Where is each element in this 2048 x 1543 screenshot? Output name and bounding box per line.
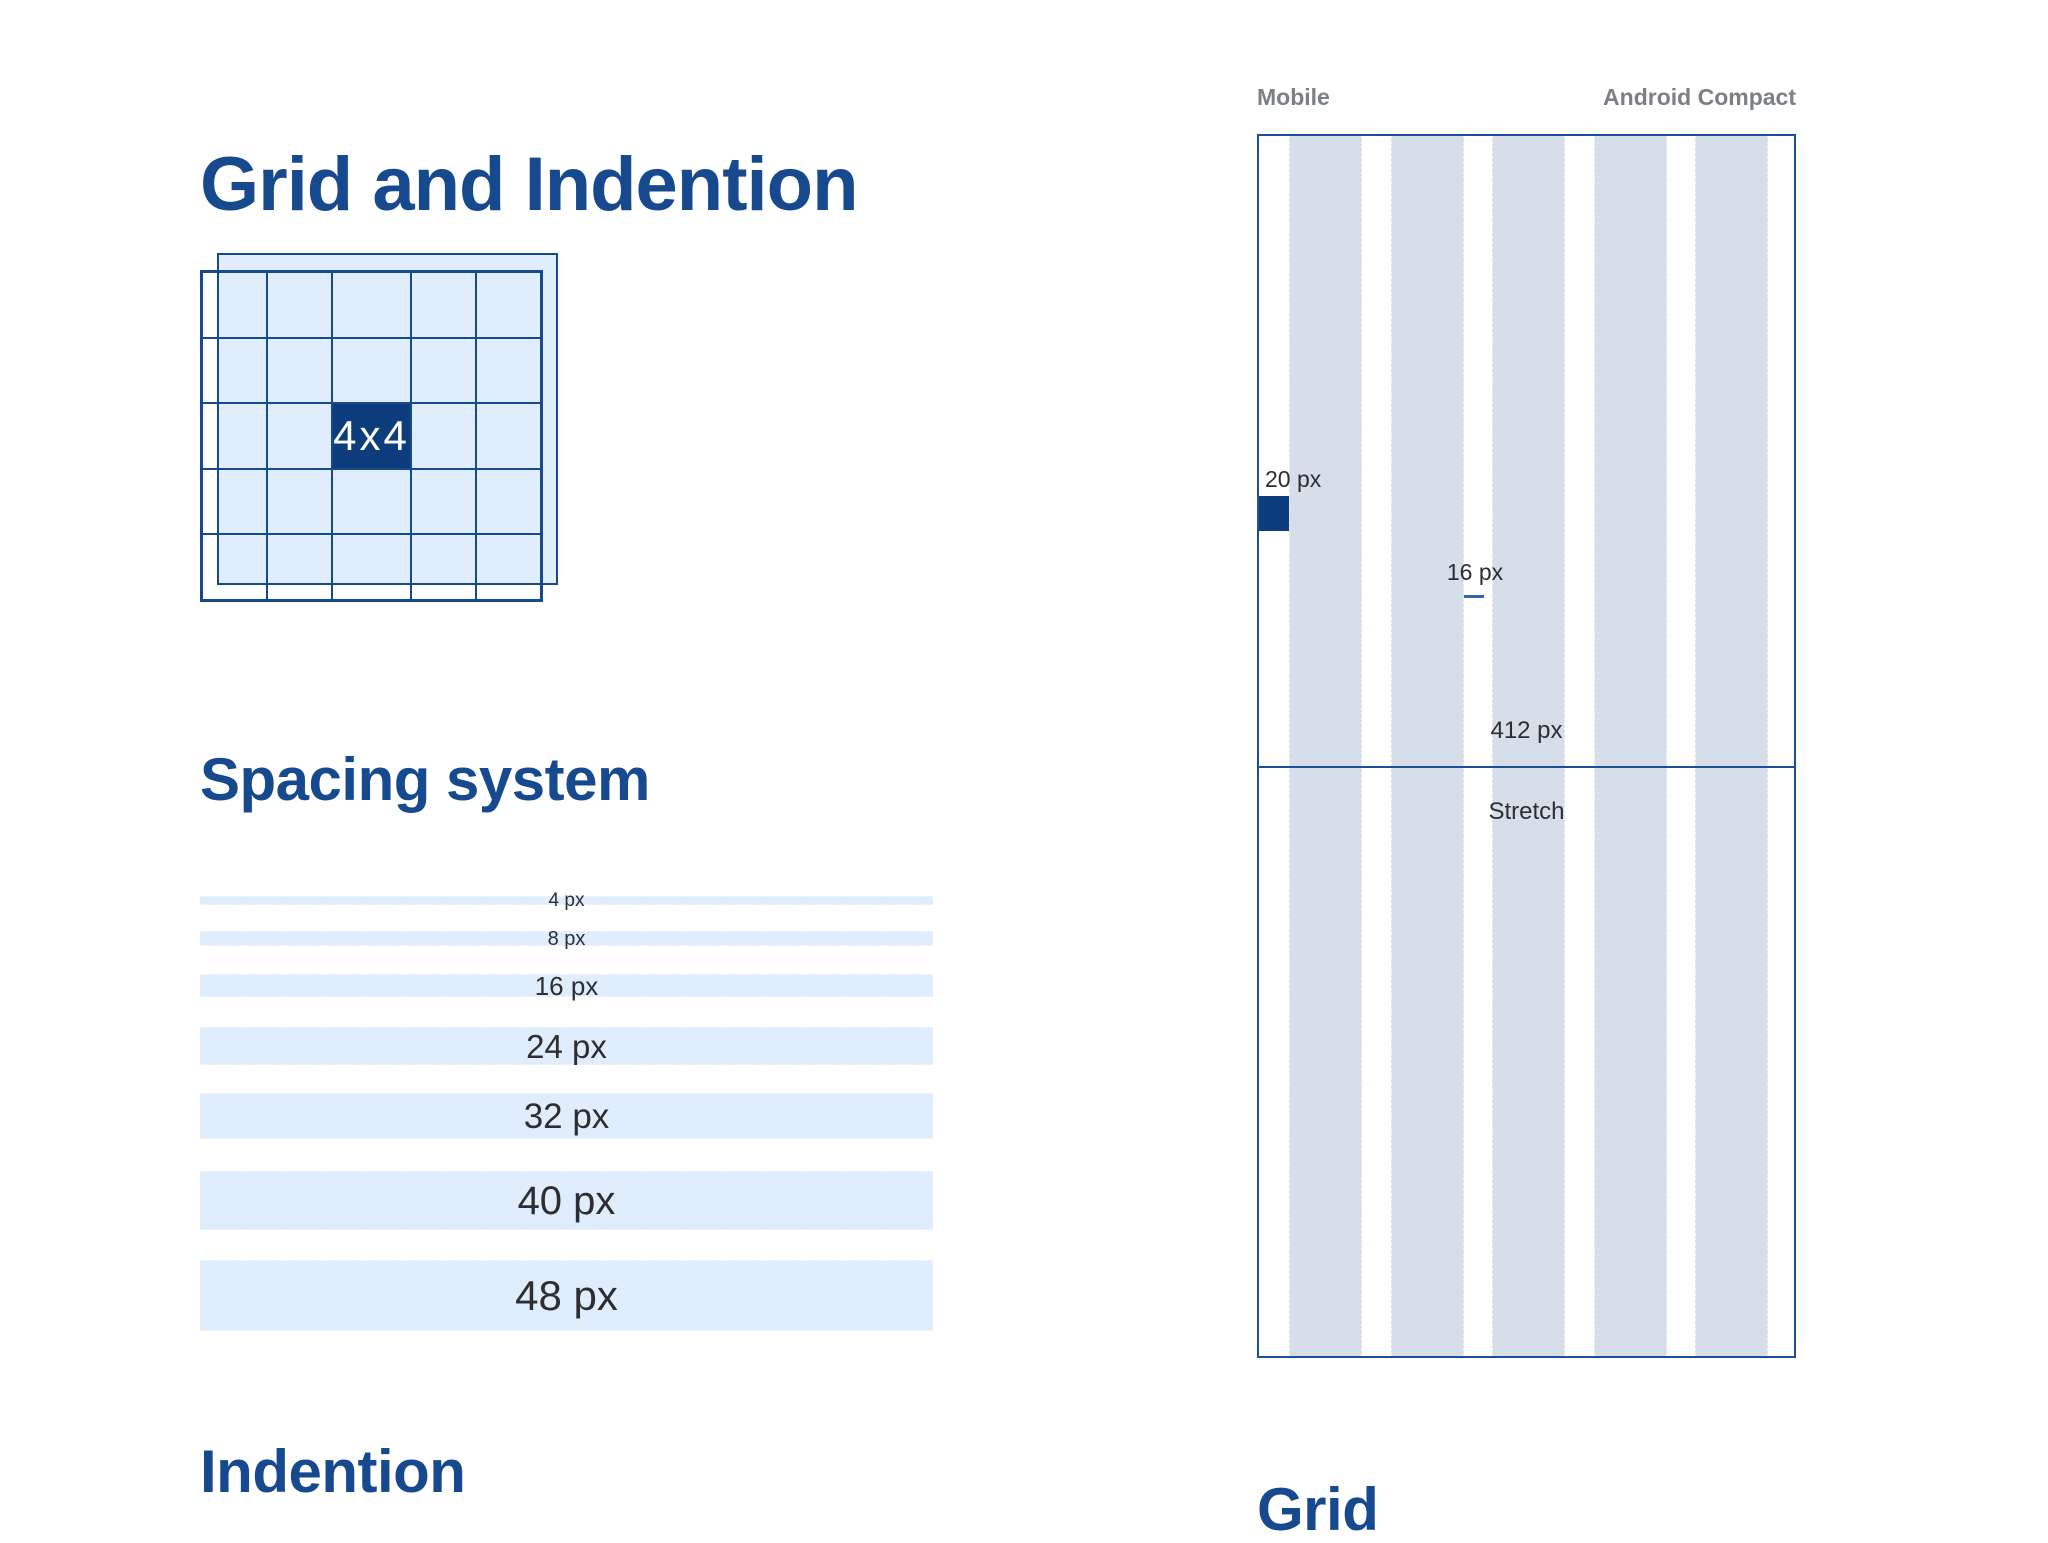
page-title: Grid and Indention [200,141,859,227]
stretch-label: Stretch [1488,798,1565,825]
grid-cell [410,403,476,469]
grid-cell [332,337,411,404]
grid-cell [202,337,268,404]
device-label: Mobile [1257,84,1330,110]
indention-bar-label: 16 px [534,970,599,1001]
grid-cell [267,468,333,535]
grid-cell [410,468,476,535]
stretch-divider-line [1259,766,1794,768]
indention-bar-label: 32 px [523,1096,610,1136]
spacing-system-heading: Spacing system [200,745,650,813]
grid-cell [267,534,333,600]
indention-bar-48px: 48 px [200,1260,933,1331]
indention-bar-4px: 4 px [200,891,933,910]
grid-cell [410,272,476,338]
indention-bar-label: 4 px [548,890,585,911]
grid-cell [475,534,541,600]
grid-cell [202,468,268,535]
layout-column [1695,136,1768,1356]
grid-cell [267,403,333,469]
grid-highlight-cell: 4x4 [332,403,411,469]
mobile-grid-frame: 20 px 16 px 412 px Stretch [1257,134,1796,1358]
layout-column [1492,136,1565,1356]
layout-columns [1259,136,1794,1356]
grid-cell [475,337,541,404]
gutter-size-label: 16 px [1446,559,1504,585]
spacing-figure: 4x4 [200,253,560,603]
grid-cell [332,272,411,338]
indention-bar-8px: 8 px [200,927,933,950]
layout-column [1289,136,1362,1356]
grid-cell [202,272,268,338]
margin-size-marker [1259,496,1289,531]
grid-cell [475,468,541,535]
indention-bar-label: 40 px [517,1178,616,1223]
mobile-frame-captions: Mobile Android Compact [1257,84,1796,112]
grid-cell [410,337,476,404]
grid-cell [202,403,268,469]
indention-bar-label: 8 px [547,927,586,950]
variant-label: Android Compact [1603,84,1796,110]
grid-cell [332,468,411,535]
gutter-size-marker [1464,595,1484,598]
spacing-figure-grid: 4x4 [200,270,543,602]
grid-cell [267,337,333,404]
margin-size-label: 20 px [1265,466,1322,492]
grid-cell [202,534,268,600]
indention-heading: Indention [200,1437,466,1505]
grid-heading: Grid [1257,1475,1379,1543]
indention-bar-label: 24 px [526,1027,607,1065]
layout-column [1390,136,1464,1356]
indention-bar-24px: 24 px [200,1027,933,1065]
indention-bar-16px: 16 px [200,970,933,1001]
frame-width-label: 412 px [1490,717,1563,744]
grid-cell [410,534,476,600]
indention-bar-40px: 40 px [200,1171,933,1230]
indention-bar-32px: 32 px [200,1093,933,1139]
grid-cell [475,272,541,338]
grid-cell [332,534,411,600]
grid-cell [475,403,541,469]
indention-bar-label: 48 px [515,1271,618,1319]
layout-column [1593,136,1667,1356]
grid-cell [267,272,333,338]
